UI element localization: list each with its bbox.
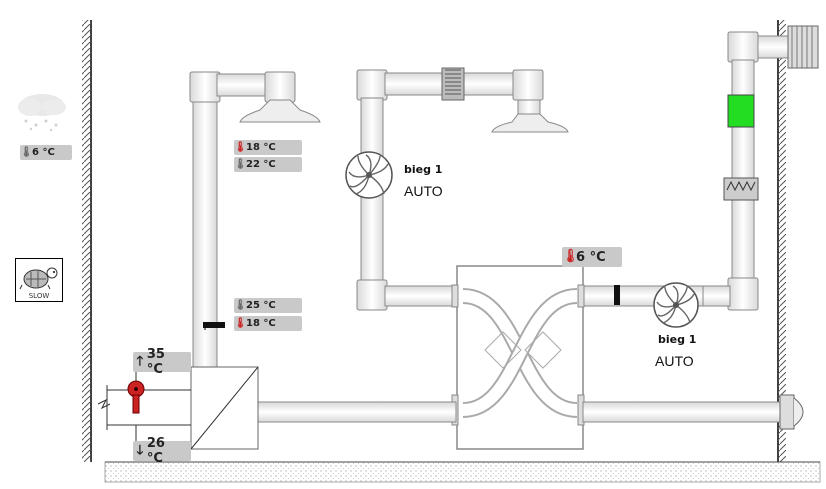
filter-indicator (727, 94, 755, 128)
exhaust-temp-badge: 🌡 6 °C (562, 247, 622, 267)
mid-temp-badge-2: 🌡 18 °C (234, 316, 302, 331)
mid-temp-badge-1: 🌡 25 °C (234, 298, 302, 313)
cloud-snow-icon (18, 94, 66, 132)
right-wall (777, 20, 786, 462)
heater-supply-temp: 🡑 35 °C (133, 347, 191, 377)
left-wall (82, 20, 92, 462)
turtle-icon (19, 267, 58, 290)
thermometer-icon: 🌡 (234, 300, 247, 311)
heater-return-temp: 🡓 26 °C (133, 436, 191, 466)
eco-mode-button[interactable]: SLOW (15, 258, 63, 302)
floor (104, 461, 821, 483)
arrow-up-icon: 🡑 (136, 354, 144, 369)
bottom-duct (257, 394, 804, 430)
thermometer-icon: 🌡 (20, 147, 33, 158)
damper-supply (203, 322, 225, 328)
valve-icon (127, 380, 145, 414)
supply-fan[interactable] (344, 150, 394, 200)
thermometer-red-icon: 🌡 (234, 142, 247, 153)
silencer (441, 67, 465, 101)
arrow-down-icon: 🡓 (136, 443, 144, 458)
weather-widget (8, 85, 72, 135)
heat-exchanger (451, 265, 585, 450)
exhaust-fan[interactable] (652, 281, 700, 329)
exhaust-fan-mode: AUTO (655, 353, 694, 369)
heater-box (97, 366, 259, 450)
thermometer-red-icon: 🌡 (562, 249, 579, 264)
thermometer-red-icon: 🌡 (234, 318, 247, 329)
fan-icon (653, 282, 699, 328)
fan-icon (345, 151, 393, 199)
supply-duct (189, 71, 321, 371)
damper-exhaust (614, 285, 620, 305)
thermometer-icon: 🌡 (234, 159, 247, 170)
supply-fan-speed: bieg 1 (404, 163, 443, 176)
supply-fan-mode: AUTO (404, 183, 443, 199)
outdoor-duct (699, 25, 819, 311)
outdoor-temp-badge: 🌡 6 °C (20, 145, 72, 160)
exhaust-fan-speed: bieg 1 (658, 333, 697, 346)
heater-coil (723, 177, 759, 201)
supply-temp-badge-1: 🌡 18 °C (234, 140, 302, 155)
supply-temp-badge-2: 🌡 22 °C (234, 157, 302, 172)
